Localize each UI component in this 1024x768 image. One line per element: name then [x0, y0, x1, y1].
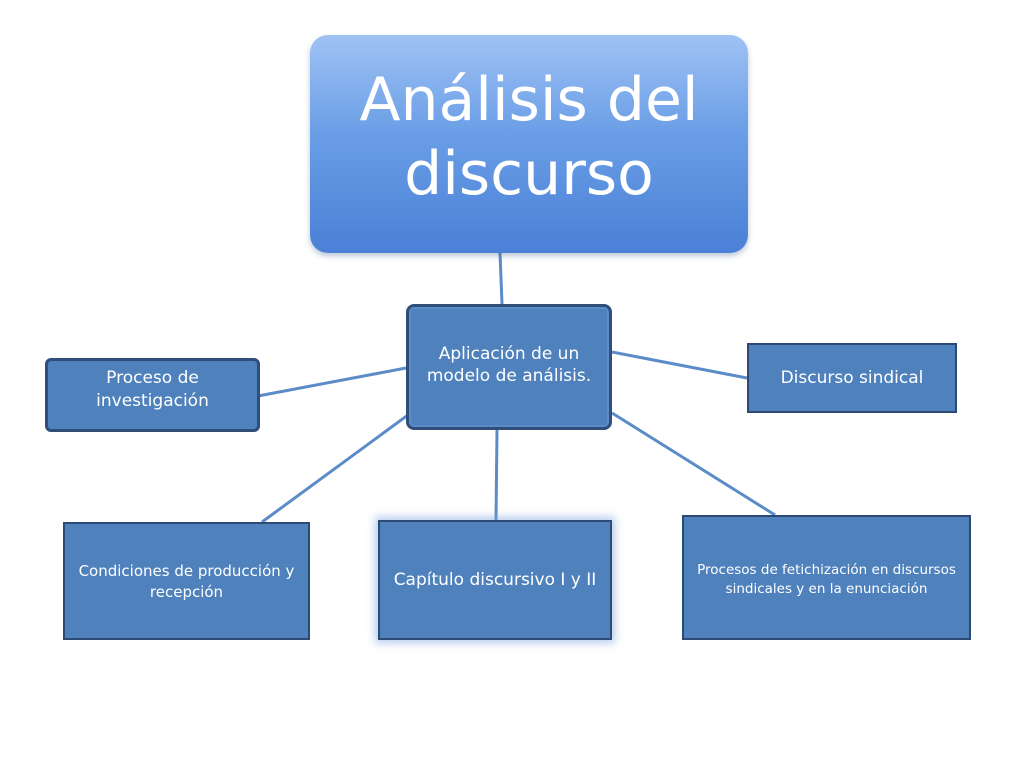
node-condiciones-de-produccion: Condiciones de producción y recepción	[63, 522, 310, 640]
connector-hub-capitulo	[494, 429, 499, 521]
connector-hub-condiciones	[261, 413, 409, 524]
connector-hub-sindical	[611, 350, 748, 380]
connector-hub-procesos	[611, 411, 776, 517]
node-proceso-line-1: Proceso de	[106, 368, 199, 388]
root-node-analisis-del-discurso: Análisis del discurso	[310, 35, 748, 253]
node-capitulo-label: Capítulo discursivo I y II	[393, 570, 597, 590]
connector-hub-proceso	[257, 366, 407, 398]
node-proceso-de-investigacion: Proceso de investigación	[45, 358, 260, 432]
node-condiciones-line-2: recepción	[149, 583, 224, 601]
node-discurso-sindical: Discurso sindical	[747, 343, 957, 413]
connector-root-hub	[498, 252, 504, 305]
node-condiciones-line-1: Condiciones de producción y	[78, 562, 295, 580]
node-discurso-sindical-label: Discurso sindical	[780, 368, 924, 388]
node-procesos-line-2: sindicales y en la enunciación	[725, 581, 928, 597]
node-procesos-de-fetichizacion: Procesos de fetichización en discursos s…	[682, 515, 971, 640]
hub-node-line-1: Aplicación de un	[438, 344, 580, 364]
node-proceso-line-2: investigación	[96, 391, 209, 411]
hub-node-aplicacion-modelo: Aplicación de un modelo de análisis.	[406, 304, 612, 430]
node-capitulo-discursivo: Capítulo discursivo I y II	[378, 520, 612, 640]
hub-node-line-2: modelo de análisis.	[426, 366, 592, 386]
node-procesos-line-1: Procesos de fetichización en discursos	[697, 562, 956, 578]
root-node-line-2: discurso	[404, 139, 654, 209]
root-node-line-1: Análisis del	[359, 65, 699, 135]
